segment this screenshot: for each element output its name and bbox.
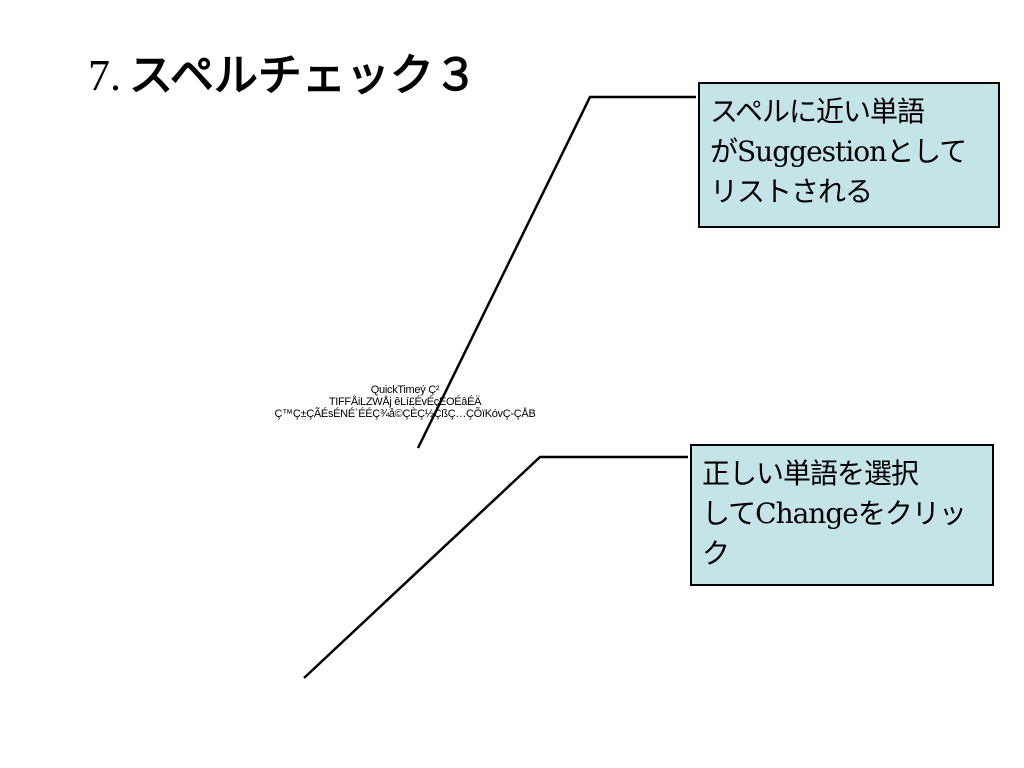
slide-title-text: スペルチェック３: [129, 50, 478, 101]
placeholder-line: Ç™Ç±ÇÃÉsÉNÉ`ÉÉÇ¾å©ÇÈÇ½ÇßÇ…ÇÕïKóvÇ-ÇÅB: [274, 408, 536, 420]
slide-title: 7.スペルチェック３: [88, 54, 478, 98]
leader-line-1: [416, 95, 696, 449]
slide-number: 7.: [88, 51, 121, 100]
placeholder-line: TIFFÅiLZWÅj êLí£ÉvÉçÉOÉâÉÄ: [328, 396, 482, 408]
callout-select-change: 正しい単語を選択 してChangeをクリッ ク: [690, 444, 994, 586]
callout-suggestion-list: スペルに近い単語 がSuggestionとして リストされる: [698, 82, 1000, 228]
callout-line: してChangeをクリッ: [702, 497, 967, 530]
quicktime-image-placeholder: QuickTimeý Ç² TIFFÅiLZWÅj êLí£ÉvÉçÉOÉâÉÄ…: [230, 384, 580, 420]
callout-line: ク: [702, 537, 730, 570]
callout-line: スペルに近い単語: [710, 95, 925, 128]
callout-line: がSuggestionとして: [710, 135, 967, 168]
placeholder-line: QuickTimeý Ç²: [370, 384, 440, 396]
leader-line-2: [303, 455, 688, 679]
callout-line: リストされる: [710, 175, 873, 208]
callout-line: 正しい単語を選択: [702, 457, 919, 490]
